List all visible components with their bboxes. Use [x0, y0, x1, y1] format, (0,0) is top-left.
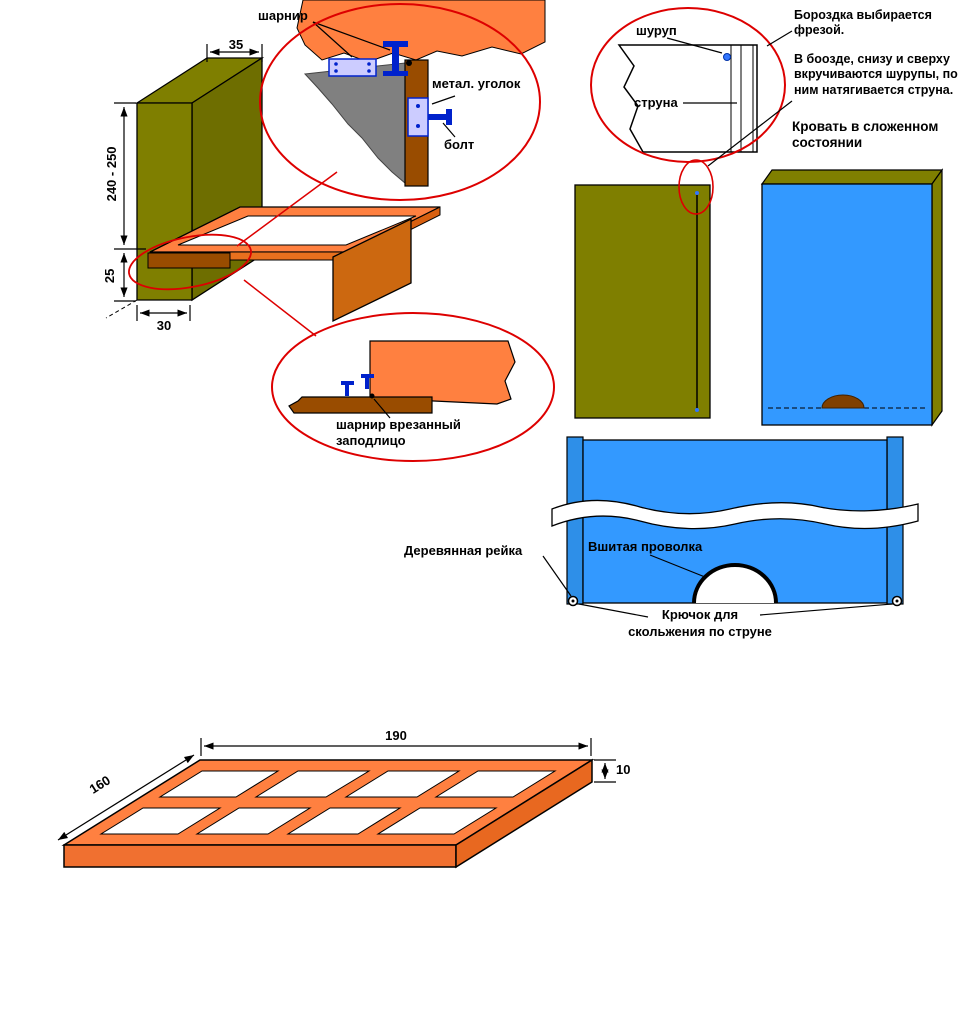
folded-side-face	[931, 168, 943, 427]
pivot-rail	[147, 252, 231, 269]
base-frame	[57, 738, 616, 869]
note-groove: Бороздка выбирается фрезой.	[794, 8, 932, 38]
hinge-plate	[328, 58, 377, 77]
hinge-label-leader	[312, 21, 353, 58]
string-screw-bottom	[695, 408, 699, 412]
label-metal-corner: метал. уголок	[432, 76, 521, 91]
facade-panel	[332, 217, 412, 323]
bed-board-flush	[369, 340, 516, 405]
pivot-callout-circle	[128, 233, 252, 291]
hinge-screw-dot	[334, 62, 338, 66]
flush-callout-ellipse	[271, 312, 555, 462]
label-bolt: болт	[444, 137, 475, 152]
bracket-screw-dot	[416, 104, 420, 108]
note-leader	[707, 100, 793, 167]
bolt-head	[446, 109, 452, 125]
bracket-screw-dot	[416, 124, 420, 128]
side-panel	[574, 184, 711, 419]
folded-front-cover	[761, 183, 933, 426]
flush-rail	[288, 396, 433, 414]
folded-handle-hole	[821, 394, 865, 409]
note-screws: В боозде, снизу и сверху вкручиваются шу…	[794, 52, 958, 97]
cabinet-hidden-edge	[105, 299, 138, 319]
hinge-pin-base	[383, 71, 408, 76]
frame-dimensions	[57, 738, 616, 841]
label-hook-line2: скольжения по струне	[628, 624, 772, 639]
dim-pivot: 25	[102, 268, 118, 284]
hinge-callout	[259, 0, 546, 201]
flush-bolt-shaft	[365, 374, 369, 389]
frame-front-face	[63, 844, 457, 868]
metal-corner-bracket	[407, 97, 429, 137]
dim-frame-thickness: 10	[616, 762, 631, 777]
cabinet-assembly	[105, 44, 441, 337]
hinge-pin-shaft	[392, 47, 399, 74]
hinge-label-leader	[312, 21, 391, 51]
label-flush-hinge-line1: шарнир врезанный	[336, 417, 461, 432]
string-callout-ellipse	[590, 7, 786, 163]
callout-leader-bottom	[243, 279, 317, 337]
hook-label-leader-left	[578, 603, 649, 618]
hook-left-dot	[571, 599, 575, 603]
label-screw: шуруп	[636, 23, 677, 38]
screw-label-leader	[666, 37, 723, 54]
folded-top-face	[760, 169, 944, 185]
dim-depth-bottom: 30	[156, 318, 172, 333]
label-hook-line1: Крючок для	[661, 607, 739, 622]
string-screw-top	[695, 191, 699, 195]
screw-dot	[723, 53, 731, 61]
bolt-label-leader	[442, 122, 456, 138]
label-hinge: шарнир	[258, 8, 308, 23]
dim-height: 240 - 250	[104, 146, 120, 202]
hook-right-dot	[895, 599, 899, 603]
folded-bed-cabinet	[760, 168, 944, 427]
label-string: струна	[634, 95, 678, 110]
gray-gusset	[303, 62, 406, 185]
hinge-callout-ellipse	[259, 3, 541, 201]
hinge-pivot-dot	[406, 60, 412, 66]
frame-right-face	[455, 758, 593, 869]
note-leader	[766, 30, 793, 47]
rail-label-leader	[542, 555, 572, 597]
label-sewn-wire: Вшитая проволка	[588, 539, 703, 554]
cabinet-front-face	[136, 102, 193, 301]
label-wooden-rail: Деревянная рейка	[404, 543, 523, 558]
break-wave	[551, 499, 919, 530]
flush-pivot-dot	[369, 393, 375, 399]
dim-frame-length: 190	[385, 728, 407, 743]
hinge-screw-dot	[367, 62, 371, 66]
hinge-screw-dot	[367, 69, 371, 73]
flush-bolt-shaft	[345, 381, 349, 396]
label-flush-hinge-line2: заподлицо	[336, 433, 406, 448]
curtain-panel	[542, 436, 919, 618]
string-callout	[590, 7, 786, 163]
hook-label-leader-right	[759, 603, 893, 616]
flush-hinge-callout	[271, 312, 555, 462]
string-zoom-circle	[678, 159, 714, 215]
corner-label-leader	[431, 95, 456, 105]
callout-leader-top	[236, 171, 338, 247]
hinge-screw-dot	[334, 69, 338, 73]
cabinet-dimensions	[114, 44, 263, 321]
flush-label-leader	[373, 398, 391, 419]
side-panel-with-string	[574, 159, 714, 419]
bed-board-torn	[296, 0, 546, 63]
dim-depth-top: 35	[228, 37, 244, 52]
bolt-shaft	[428, 114, 448, 120]
wire-arch	[692, 563, 778, 604]
hinge-pin-cap	[383, 41, 408, 47]
panel-with-groove	[617, 44, 758, 153]
wire-label-leader	[649, 554, 706, 578]
folded-state-title: Кровать в сложенном состоянии	[792, 119, 939, 151]
